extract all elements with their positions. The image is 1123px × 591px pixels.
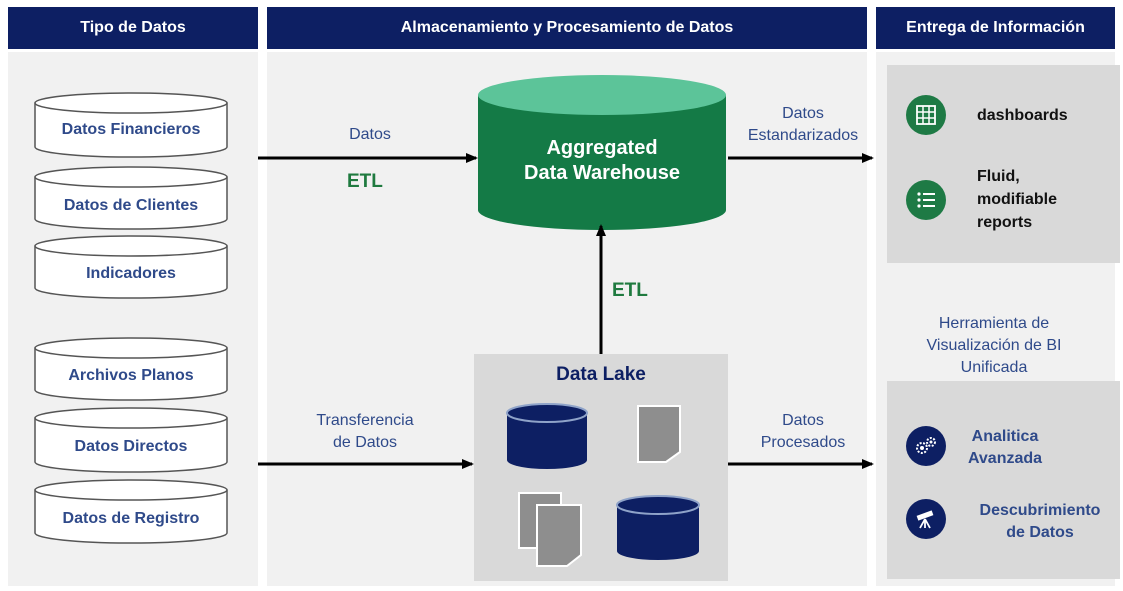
header-data-types: Tipo de Datos [8, 7, 258, 49]
header-delivery: Entrega de Información [876, 7, 1115, 49]
flow-label-transferencia: Transferencia de Datos [290, 410, 440, 454]
flow-label-line: Procesados [760, 434, 846, 451]
warehouse-title: Aggregated Data Warehouse [478, 136, 726, 186]
flow-label-line: Estandarizados [747, 127, 859, 144]
flow-label-procesados: Datos Procesados [728, 410, 878, 454]
delivery-label-dashboards: dashboards [977, 107, 1068, 124]
delivery-label-line: reports [977, 214, 1033, 231]
source-label: Indicadores [86, 265, 176, 282]
delivery-label-analitica: Analitica Avanzada [960, 426, 1050, 470]
source-label: Archivos Planos [68, 367, 194, 384]
source-label: Datos de Registro [62, 510, 200, 527]
bi-tool-line: Herramienta de [938, 315, 1050, 332]
bi-tool-line: Unificada [960, 359, 1028, 376]
grid-icon [906, 95, 946, 135]
delivery-bottom-panel [887, 381, 1120, 579]
delivery-label-line: Fluid, [977, 168, 1020, 185]
database-icon [506, 403, 588, 469]
source-cylinder-1 [34, 92, 228, 158]
flow-label-line: Datos [782, 105, 824, 122]
delivery-label-line: Analitica [971, 428, 1039, 445]
telescope-icon [906, 499, 946, 539]
etl-label-top: ETL [347, 171, 383, 192]
warehouse-title-line2: Data Warehouse [524, 162, 680, 184]
source-cylinder-5 [34, 407, 228, 473]
flow-label-estandarizados: Datos Estandarizados [728, 103, 878, 147]
header-storage: Almacenamiento y Procesamiento de Datos [267, 7, 867, 49]
delivery-label-line: de Datos [1006, 524, 1074, 541]
source-cylinder-4 [34, 337, 228, 401]
source-cylinder-3 [34, 235, 228, 299]
delivery-label-descubrimiento: Descubrimiento de Datos [962, 500, 1118, 544]
bi-tool-title: Herramienta de Visualización de BI Unifi… [887, 313, 1101, 379]
flow-label-line: Datos [782, 412, 824, 429]
delivery-label-line: Avanzada [967, 450, 1043, 467]
delivery-label-line: Descubrimiento [979, 502, 1101, 519]
data-warehouse-cylinder [478, 75, 726, 230]
bi-tool-line: Visualización de BI [926, 337, 1062, 354]
warehouse-title-line1: Aggregated [546, 137, 658, 159]
delivery-label-reports: Fluid, modifiable reports [977, 165, 1057, 234]
gears-icon [906, 426, 946, 466]
flow-label-line: Transferencia [316, 412, 414, 429]
data-lake-title: Data Lake [556, 364, 646, 385]
etl-label-vertical: ETL [612, 280, 648, 301]
source-label: Datos Directos [74, 438, 188, 455]
flow-label-line: de Datos [332, 434, 398, 451]
flow-label-datos: Datos [349, 126, 391, 143]
list-icon [906, 180, 946, 220]
source-cylinder-6 [34, 479, 228, 544]
delivery-label-line: modifiable [977, 191, 1058, 208]
source-cylinder-2 [34, 166, 228, 230]
source-label: Datos de Clientes [63, 197, 199, 214]
documents-icon [518, 492, 582, 567]
database-icon [616, 495, 700, 560]
source-label: Datos Financieros [61, 121, 201, 138]
document-icon [637, 405, 681, 463]
